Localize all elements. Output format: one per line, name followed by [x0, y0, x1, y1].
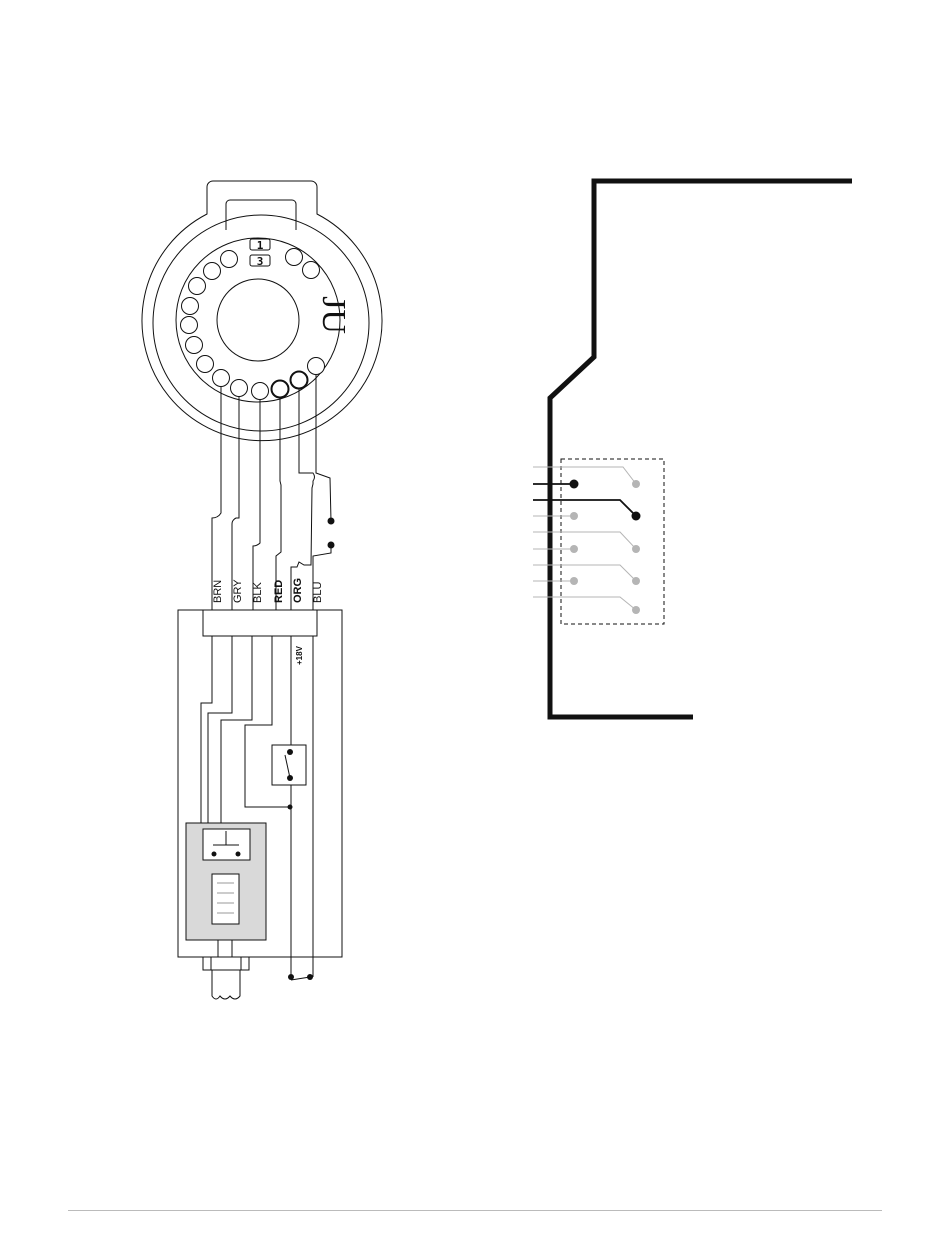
connector-pin	[204, 263, 221, 280]
switch-box	[272, 745, 306, 810]
gland-nut	[203, 957, 249, 970]
cable-end	[212, 970, 240, 999]
pin-number-marker: 1 3	[250, 239, 270, 268]
terminal-block	[203, 610, 317, 636]
logo-text: JU	[315, 296, 352, 334]
terminal-dot	[632, 606, 640, 614]
terminal-dot	[570, 545, 578, 553]
terminal-dot	[570, 512, 578, 520]
manufacturer-logo: JU	[315, 296, 352, 334]
voltage-label: +18V	[295, 645, 304, 665]
wire-brn	[212, 387, 221, 612]
terminal-dot	[570, 577, 578, 585]
harness-wires	[212, 375, 331, 612]
junction-dot	[288, 805, 293, 810]
wire-blu	[316, 375, 331, 521]
connector-pin	[197, 356, 214, 373]
connector-pin	[272, 381, 289, 398]
module-button-contact	[236, 852, 241, 857]
connector-pin	[291, 372, 308, 389]
wire-label-brn: BRN	[212, 580, 224, 603]
connector-pin	[186, 337, 203, 354]
terminal-dot	[632, 545, 640, 553]
terminal-dot-active	[570, 480, 579, 489]
jumper-terminal	[328, 518, 335, 525]
wire-label-org: ORG	[292, 578, 304, 603]
connector-pin	[286, 249, 303, 266]
wire-label-blk: BLK	[252, 582, 264, 603]
wire-label-blu: BLU	[312, 582, 324, 603]
internal-wire-blk	[221, 636, 252, 823]
connector-pin	[308, 358, 325, 375]
internal-wire-brn	[201, 636, 212, 823]
relay-block	[533, 459, 664, 624]
module-display	[212, 874, 239, 924]
wire-color-labels: BRN GRY BLK RED ORG BLU	[212, 578, 324, 603]
pin-number-top: 1	[257, 239, 264, 252]
panel-border	[550, 181, 852, 717]
bottom-jumper	[288, 974, 313, 980]
connector-pin	[252, 383, 269, 400]
module-button-contact	[212, 852, 217, 857]
connector-pin	[303, 262, 320, 279]
terminal-dot	[632, 480, 640, 488]
jumper-terminal	[288, 974, 294, 980]
footer-rule	[68, 1210, 882, 1211]
connector-pin	[213, 370, 230, 387]
terminal-dot	[632, 577, 640, 585]
gland-stem	[218, 940, 232, 957]
jumper-terminals	[328, 518, 335, 549]
connector-pin	[181, 317, 198, 334]
connector-pin	[182, 298, 199, 315]
terminal-dot-active	[632, 512, 641, 521]
switch-contact	[287, 749, 293, 755]
cable-gland	[203, 940, 249, 999]
connector-pin	[221, 251, 238, 268]
control-module	[186, 823, 266, 940]
wire-blk	[253, 400, 260, 612]
connector-pins	[181, 249, 325, 400]
connector-pin	[231, 380, 248, 397]
connector-pin	[189, 278, 206, 295]
pin-number-bottom: 3	[257, 255, 264, 268]
jumper-terminal	[328, 542, 335, 549]
panel-outline	[550, 181, 852, 717]
wire-label-red: RED	[273, 580, 285, 603]
connector-center-hole	[217, 279, 299, 361]
wire-label-gry: GRY	[232, 579, 244, 603]
